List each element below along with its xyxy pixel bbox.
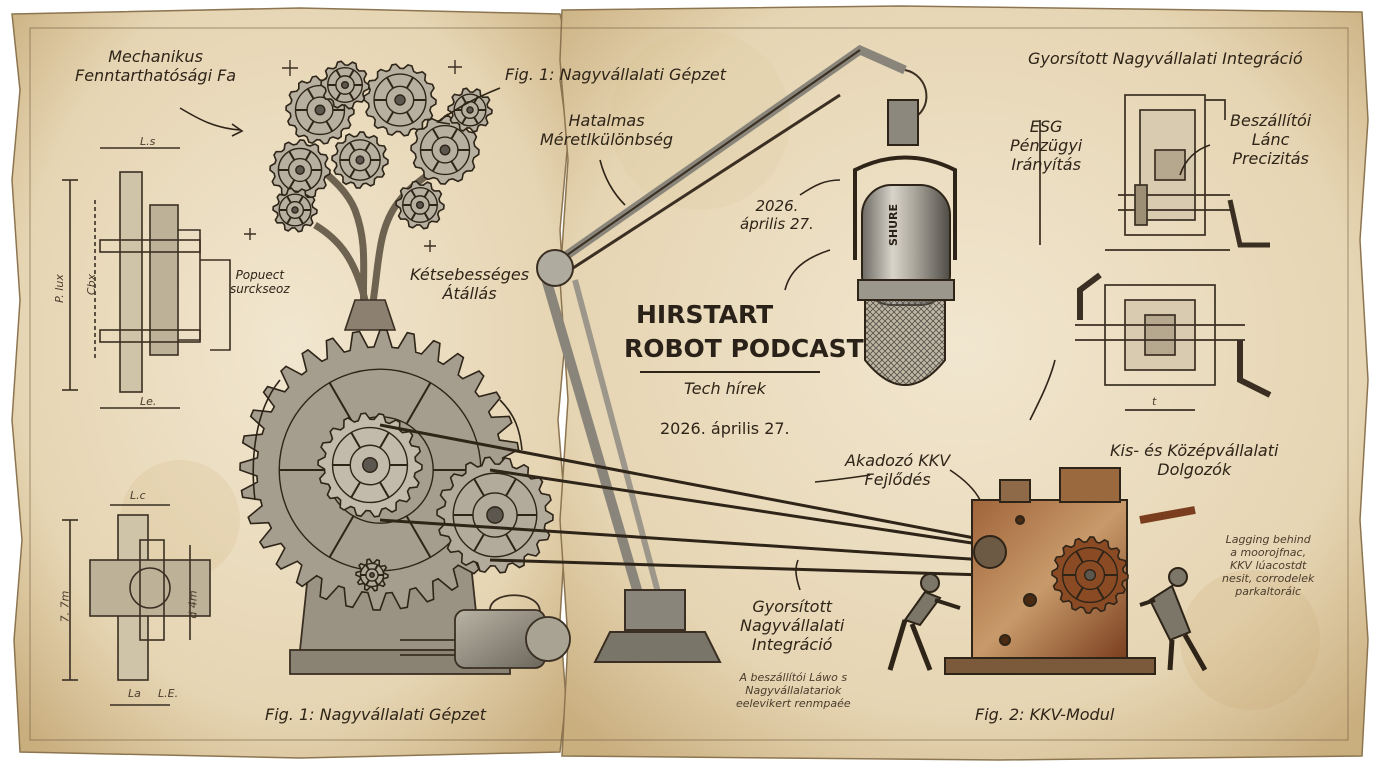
annotation-arrows <box>179 87 1211 591</box>
dim-label-2: P. lux <box>52 274 66 303</box>
tree-gear-5 <box>331 131 389 189</box>
worker-left <box>887 573 961 671</box>
tree-gear-9 <box>320 60 370 110</box>
dim-label-3: Cbx <box>85 273 99 296</box>
caption-fig2: Fig. 2: KKV-Modul <box>975 705 1115 724</box>
big-gear-secondary <box>436 456 554 574</box>
worker-right <box>1139 567 1208 672</box>
title-line2: ROBOT PODCAST <box>624 334 864 363</box>
dim-label-9: L.E. <box>158 687 179 700</box>
label-fig1-top: Fig. 1: Nagyvállalati Gépzet <box>505 65 726 84</box>
mic-brand-logo: SHURE <box>887 203 900 246</box>
title-line1: HIRSTART <box>636 300 774 329</box>
tree-gear-8 <box>447 87 493 133</box>
tree-gear-7 <box>272 187 318 233</box>
label-accelerated-top: Gyorsított Nagyvállalati Integráció <box>1028 49 1303 68</box>
crank-drawing-bottom <box>1075 272 1272 411</box>
sparkle-decorations <box>244 60 462 252</box>
crank-drawing-top <box>1039 94 1270 251</box>
subtitle: Tech hírek <box>684 379 766 398</box>
episode-date: 2026. április 27. <box>660 419 790 438</box>
dim-label-1: L.s <box>140 135 156 148</box>
enterprise-machine <box>239 329 571 675</box>
drive-belts <box>379 423 986 577</box>
dim-label-10: t <box>1152 395 1157 408</box>
microphone <box>853 99 957 386</box>
dim-label-5: L.c <box>130 489 146 502</box>
side-gear-sketch-top <box>62 147 231 409</box>
microphone-boom-arm <box>536 44 928 663</box>
dim-label-7: d 4m <box>186 590 200 619</box>
dim-label-6: 7. 7m <box>58 590 72 623</box>
side-gear-sketch-bottom <box>62 504 211 706</box>
rusty-gear <box>1051 536 1129 614</box>
tree-gear-6 <box>395 180 445 230</box>
sme-machine <box>944 467 1196 675</box>
dim-label-8: La <box>128 687 141 700</box>
label-date-top: 2026.április 27. <box>740 197 814 233</box>
caption-fig1: Fig. 1: Nagyvállalati Gépzet <box>265 705 486 724</box>
small-gear <box>355 558 389 592</box>
tree-gear-4 <box>269 139 331 201</box>
dim-label-4: Le. <box>140 395 157 408</box>
mechanical-tree <box>269 60 493 331</box>
